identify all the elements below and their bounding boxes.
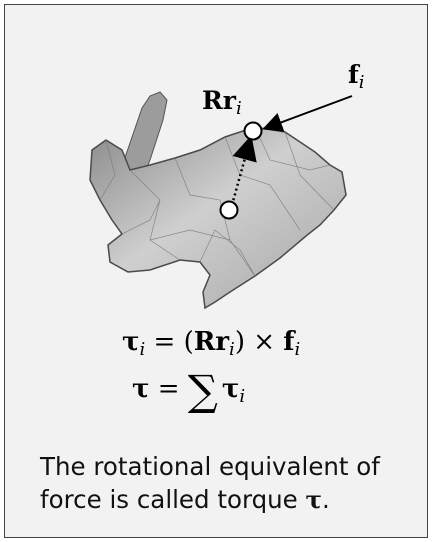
eq2-tau: τ	[132, 374, 150, 404]
label-rotated-point-sub: i	[236, 98, 242, 119]
eq2-eq: =	[150, 374, 188, 404]
bunny-mesh	[89, 91, 347, 310]
eq1-Rr: Rr	[194, 327, 230, 357]
force-arrow	[262, 95, 353, 132]
label-force: f	[348, 60, 361, 89]
caption: The rotational equivalent of force is ca…	[40, 450, 410, 516]
caption-line-1: The rotational equivalent of	[40, 452, 380, 481]
equation-torque-i: τi = (Rri) × fi	[122, 327, 300, 360]
eq1-cross: ) ×	[235, 327, 283, 357]
contact-point	[243, 121, 263, 141]
eq1-Rr-sub: i	[229, 339, 235, 360]
eq1-tau-sub: i	[140, 339, 146, 360]
caption-line-2-text: force is called torque	[40, 485, 306, 514]
caption-period: .	[322, 485, 330, 514]
bunny-body	[89, 126, 347, 310]
eq1-f-sub: i	[294, 339, 300, 360]
position-vector	[230, 135, 257, 206]
eq1-eq: = (	[145, 327, 193, 357]
label-rotated-point: Rr	[202, 86, 237, 115]
svg-text:fi: fi	[348, 60, 365, 93]
eq2-term-sub: i	[239, 386, 245, 407]
equation-torque-sum: τ = ∑τi	[132, 366, 245, 415]
svg-text:Rri: Rri	[202, 86, 242, 119]
eq1-tau: τ	[122, 327, 140, 357]
center-point	[219, 200, 239, 220]
eq1-f: f	[283, 327, 296, 357]
eq2-term: τ	[222, 374, 240, 404]
label-force-sub: i	[359, 72, 365, 93]
caption-torque-symbol: τ	[305, 485, 323, 514]
eq2-sum: ∑	[188, 366, 218, 415]
caption-line-2: force is called torque τ.	[40, 483, 410, 516]
